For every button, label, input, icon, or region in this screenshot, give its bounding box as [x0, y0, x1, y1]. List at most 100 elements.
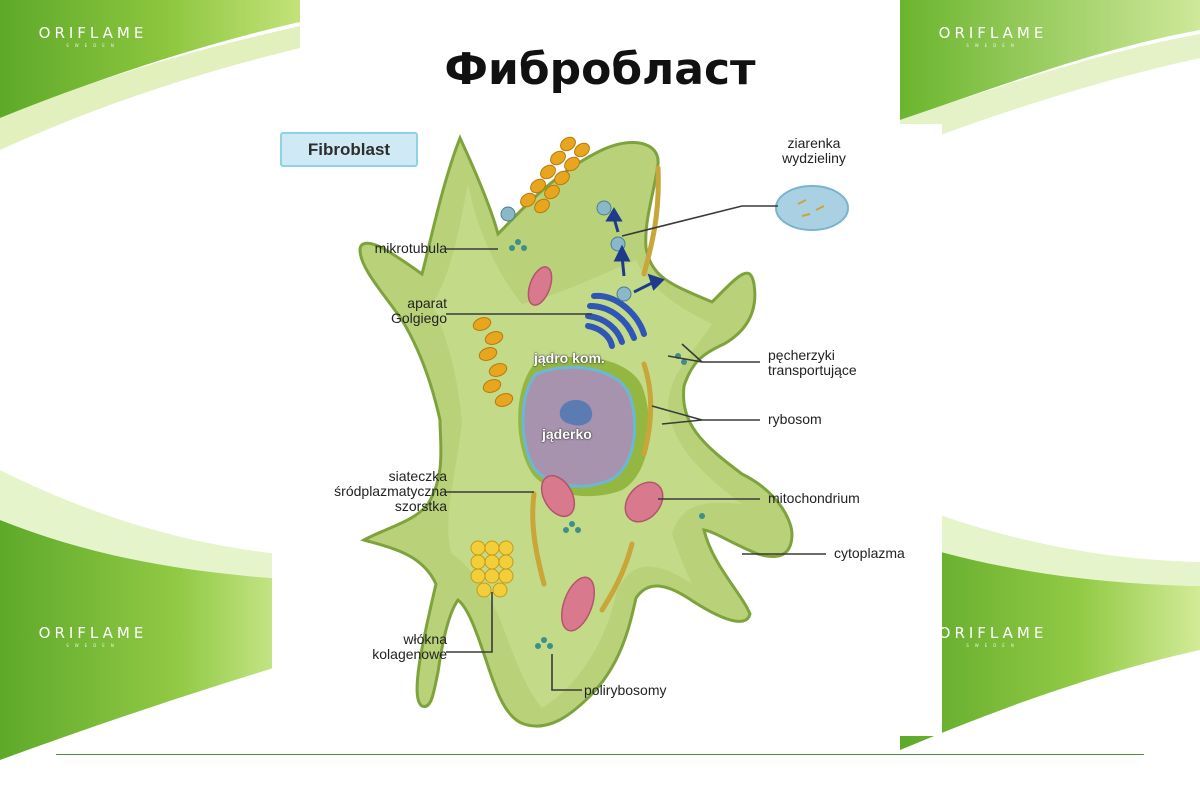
- collagen-fibers-left: [472, 317, 514, 407]
- golgi-cisterna: [591, 292, 647, 337]
- leader-pecherzyki-2: [681, 343, 703, 363]
- oriflame-logo-top-right: ORIFLAME SWEDEN: [930, 24, 1056, 48]
- collagen-segment: [472, 317, 492, 331]
- collagen-fibril: [498, 554, 514, 570]
- label-line: mitochondrium: [768, 490, 860, 506]
- collagen-segment: [564, 156, 580, 172]
- nucleus: [521, 365, 637, 488]
- logo-sub: SWEDEN: [66, 643, 120, 648]
- collagen-fibril: [470, 540, 486, 556]
- collagen-fibril: [470, 554, 486, 570]
- polyribosomes: [509, 239, 705, 649]
- ribosome-cluster: [515, 239, 521, 245]
- fibroblast-diagram: Fibroblast mikrotubula aparat Golgiego s…: [272, 124, 942, 736]
- slide-title: Фибробласт: [444, 44, 756, 95]
- ribosome-cluster: [699, 513, 705, 519]
- ribosome-cluster: [547, 643, 553, 649]
- leader-lines: [446, 205, 826, 691]
- collagen-segment: [484, 331, 504, 345]
- collagen-fibril: [484, 568, 500, 584]
- mitochondria: [527, 266, 664, 632]
- golgi-vesicles: [500, 200, 632, 302]
- collagen-segment: [534, 198, 550, 214]
- logo-sub: SWEDEN: [66, 43, 120, 48]
- label-line: włókna: [403, 631, 447, 647]
- collagen-segment: [540, 164, 556, 180]
- label-line: transportujące: [768, 362, 857, 378]
- ribosome-cluster: [535, 643, 541, 649]
- logo-brand: ORIFLAME: [38, 624, 148, 642]
- ribosome-cluster: [521, 245, 527, 251]
- label-pecherzyki: pęcherzyki transportujące: [768, 348, 857, 378]
- collagen-bundle-bottom: [470, 540, 514, 598]
- mitochondrion: [527, 266, 553, 306]
- rough-er-strands: [530, 165, 661, 613]
- label-line: aparat: [407, 295, 447, 311]
- arrow-head: [605, 207, 623, 222]
- label-mikrotubula: mikrotubula: [375, 241, 447, 256]
- ribosome-cluster: [569, 521, 575, 527]
- arrow-head: [647, 273, 665, 291]
- label-polirybosomy: polirybosomy: [584, 683, 666, 698]
- swoosh-bottom-left-light: [0, 470, 300, 580]
- label-line: siateczka: [388, 468, 447, 484]
- nucleolus: [559, 399, 593, 426]
- leader-ziarenka: [621, 205, 778, 237]
- collagen-fibers-top: [520, 136, 590, 214]
- collagen-fibril: [470, 568, 486, 584]
- logo-brand: ORIFLAME: [38, 24, 148, 42]
- label-line: śródplazmatyczna: [334, 483, 447, 499]
- arrow-head: [613, 244, 631, 262]
- logo-sub: SWEDEN: [966, 43, 1020, 48]
- collagen-fibril: [484, 540, 500, 556]
- label-line: kolagenowe: [372, 646, 447, 662]
- label-aparat-golgiego: aparat Golgiego: [391, 296, 447, 326]
- collagen-segment: [530, 178, 546, 194]
- collagen-fibril: [476, 582, 492, 598]
- ribosome-cluster: [563, 527, 569, 533]
- label-line: polirybosomy: [584, 682, 667, 698]
- collagen-segment: [554, 170, 570, 186]
- golgi-cisterna: [587, 303, 637, 341]
- collagen-segment: [478, 347, 498, 361]
- label-line: szorstka: [394, 498, 447, 514]
- swoosh-top-right-light: [900, 34, 1200, 150]
- golgi-cisterna: [585, 313, 625, 345]
- label-line: rybosom: [768, 411, 822, 427]
- label-line: cytoplazma: [834, 545, 905, 561]
- leader-polirybosomy: [551, 654, 582, 691]
- collagen-segment: [544, 184, 560, 200]
- er-strand: [599, 541, 635, 613]
- oriflame-logo-top-left: ORIFLAME SWEDEN: [30, 24, 156, 48]
- collagen-fibril: [498, 540, 514, 556]
- collagen-segment: [560, 136, 576, 152]
- swoosh-top-right: [900, 0, 1200, 120]
- transport-arrows: [605, 207, 665, 294]
- collagen-fibril: [498, 568, 514, 584]
- label-line: pęcherzyki: [768, 347, 835, 363]
- fibroblast-header-box: Fibroblast: [280, 132, 418, 167]
- vesicle: [500, 206, 516, 222]
- label-ziarenka-wydzieliny: ziarenka wydzieliny: [754, 136, 874, 166]
- collagen-fibril: [484, 554, 500, 570]
- label-jaderko: jąderko: [542, 426, 592, 442]
- collagen-segment: [482, 379, 502, 393]
- oriflame-logo-bottom-left: ORIFLAME SWEDEN: [30, 624, 156, 648]
- collagen-segment: [550, 150, 566, 166]
- label-cytoplazma: cytoplazma: [834, 546, 905, 561]
- er-strand: [641, 361, 654, 457]
- label-siateczka: siateczka śródplazmatyczna szorstka: [334, 469, 447, 514]
- granule-content: [797, 199, 825, 217]
- cell-illustration: [358, 134, 849, 728]
- collagen-segment: [574, 142, 590, 158]
- collagen-segment: [488, 363, 508, 377]
- ribosome-cluster: [509, 245, 515, 251]
- er-strand: [641, 165, 661, 277]
- swoosh-top-left: [0, 0, 300, 118]
- label-rybosom: rybosom: [768, 412, 822, 427]
- label-line: mikrotubula: [374, 240, 447, 256]
- collagen-segment: [494, 393, 514, 407]
- label-line: wydzieliny: [782, 150, 846, 166]
- leader-wlokna: [446, 592, 493, 653]
